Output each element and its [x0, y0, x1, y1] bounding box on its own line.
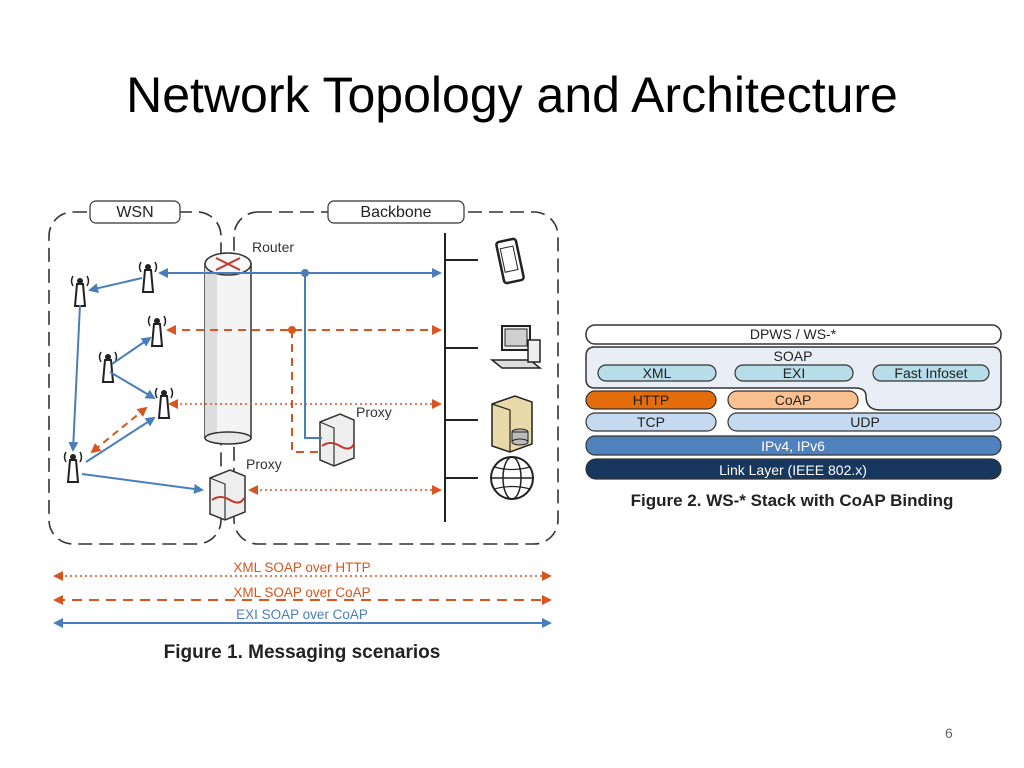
legend-exi-soap-coap: EXI SOAP over CoAP: [236, 607, 368, 622]
sensor-node-icon: [70, 275, 90, 307]
router-label: Router: [252, 239, 294, 255]
backbone-label: Backbone: [360, 204, 431, 221]
wsn-label: WSN: [116, 204, 153, 221]
legend-xml-soap-http: XML SOAP over HTTP: [233, 560, 370, 575]
proxy-top-label: Proxy: [356, 404, 392, 420]
globe-icon: [490, 456, 534, 500]
sensor-node-icon: [154, 387, 174, 419]
figure-1-caption: Figure 1. Messaging scenarios: [164, 642, 441, 663]
sensor-node-icon: [98, 351, 118, 383]
legend-xml-soap-coap: XML SOAP over CoAP: [233, 585, 370, 600]
sensor-node-icon: [147, 315, 167, 347]
wsn-region: [48, 211, 222, 545]
desktop-computer-icon: [489, 325, 543, 369]
proxy-top-icon: [319, 413, 355, 467]
sensor-node-icon: [138, 261, 158, 293]
proxy-bottom-label: Proxy: [246, 456, 282, 472]
server-icon: [491, 395, 533, 453]
slide-title: Network Topology and Architecture: [126, 67, 898, 123]
mobile-phone-icon: [495, 237, 525, 285]
sensor-node-icon: [63, 451, 83, 483]
page-number: 6: [945, 725, 953, 741]
router-icon: [204, 252, 252, 445]
proxy-bottom-icon: [209, 469, 246, 521]
